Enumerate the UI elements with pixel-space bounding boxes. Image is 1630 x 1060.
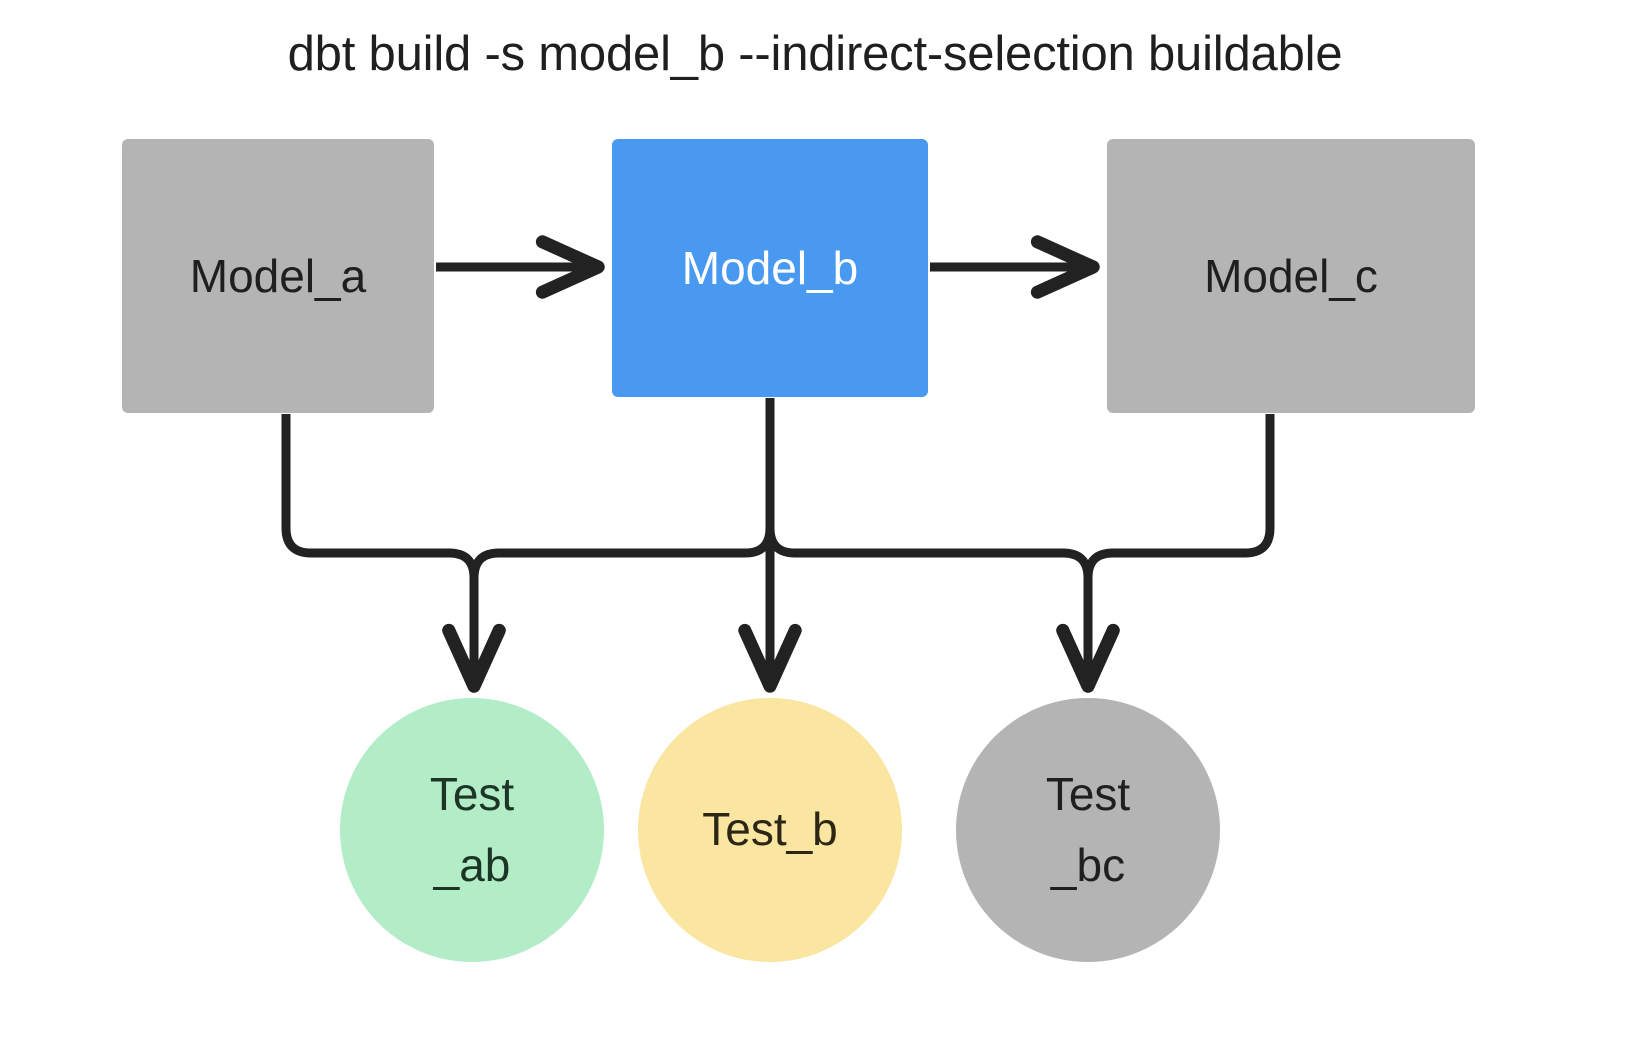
edge-model-a-to-test-ab	[281, 414, 506, 693]
node-test-bc[interactable]: Test _bc	[956, 698, 1220, 962]
page-title: dbt build -s model_b --indirect-selectio…	[287, 27, 1343, 81]
node-test-b-label-line1: Test_b	[702, 803, 838, 856]
node-model-c[interactable]: Model_c	[1107, 139, 1475, 413]
edge-model-b-to-test-bc	[765, 398, 1120, 693]
node-model-b[interactable]: Model_b	[612, 139, 928, 397]
node-test-b[interactable]: Test_b	[638, 698, 902, 962]
node-test-ab-label-line1: Test	[429, 767, 515, 820]
node-test-ab-label-line2: _ab	[433, 839, 511, 891]
node-test-bc-label-line1: Test	[1045, 767, 1131, 820]
edge-model-c-to-test-bc	[1056, 414, 1275, 693]
node-model-a[interactable]: Model_a	[122, 139, 434, 413]
node-test-ab[interactable]: Test _ab	[340, 698, 604, 962]
node-model-c-label: Model_c	[1204, 249, 1378, 302]
node-model-b-label: Model_b	[681, 241, 859, 294]
edge-model-b-to-test-ab	[442, 398, 775, 693]
node-model-a-label: Model_a	[189, 249, 367, 302]
node-test-bc-label-line2: _bc	[1050, 839, 1126, 891]
